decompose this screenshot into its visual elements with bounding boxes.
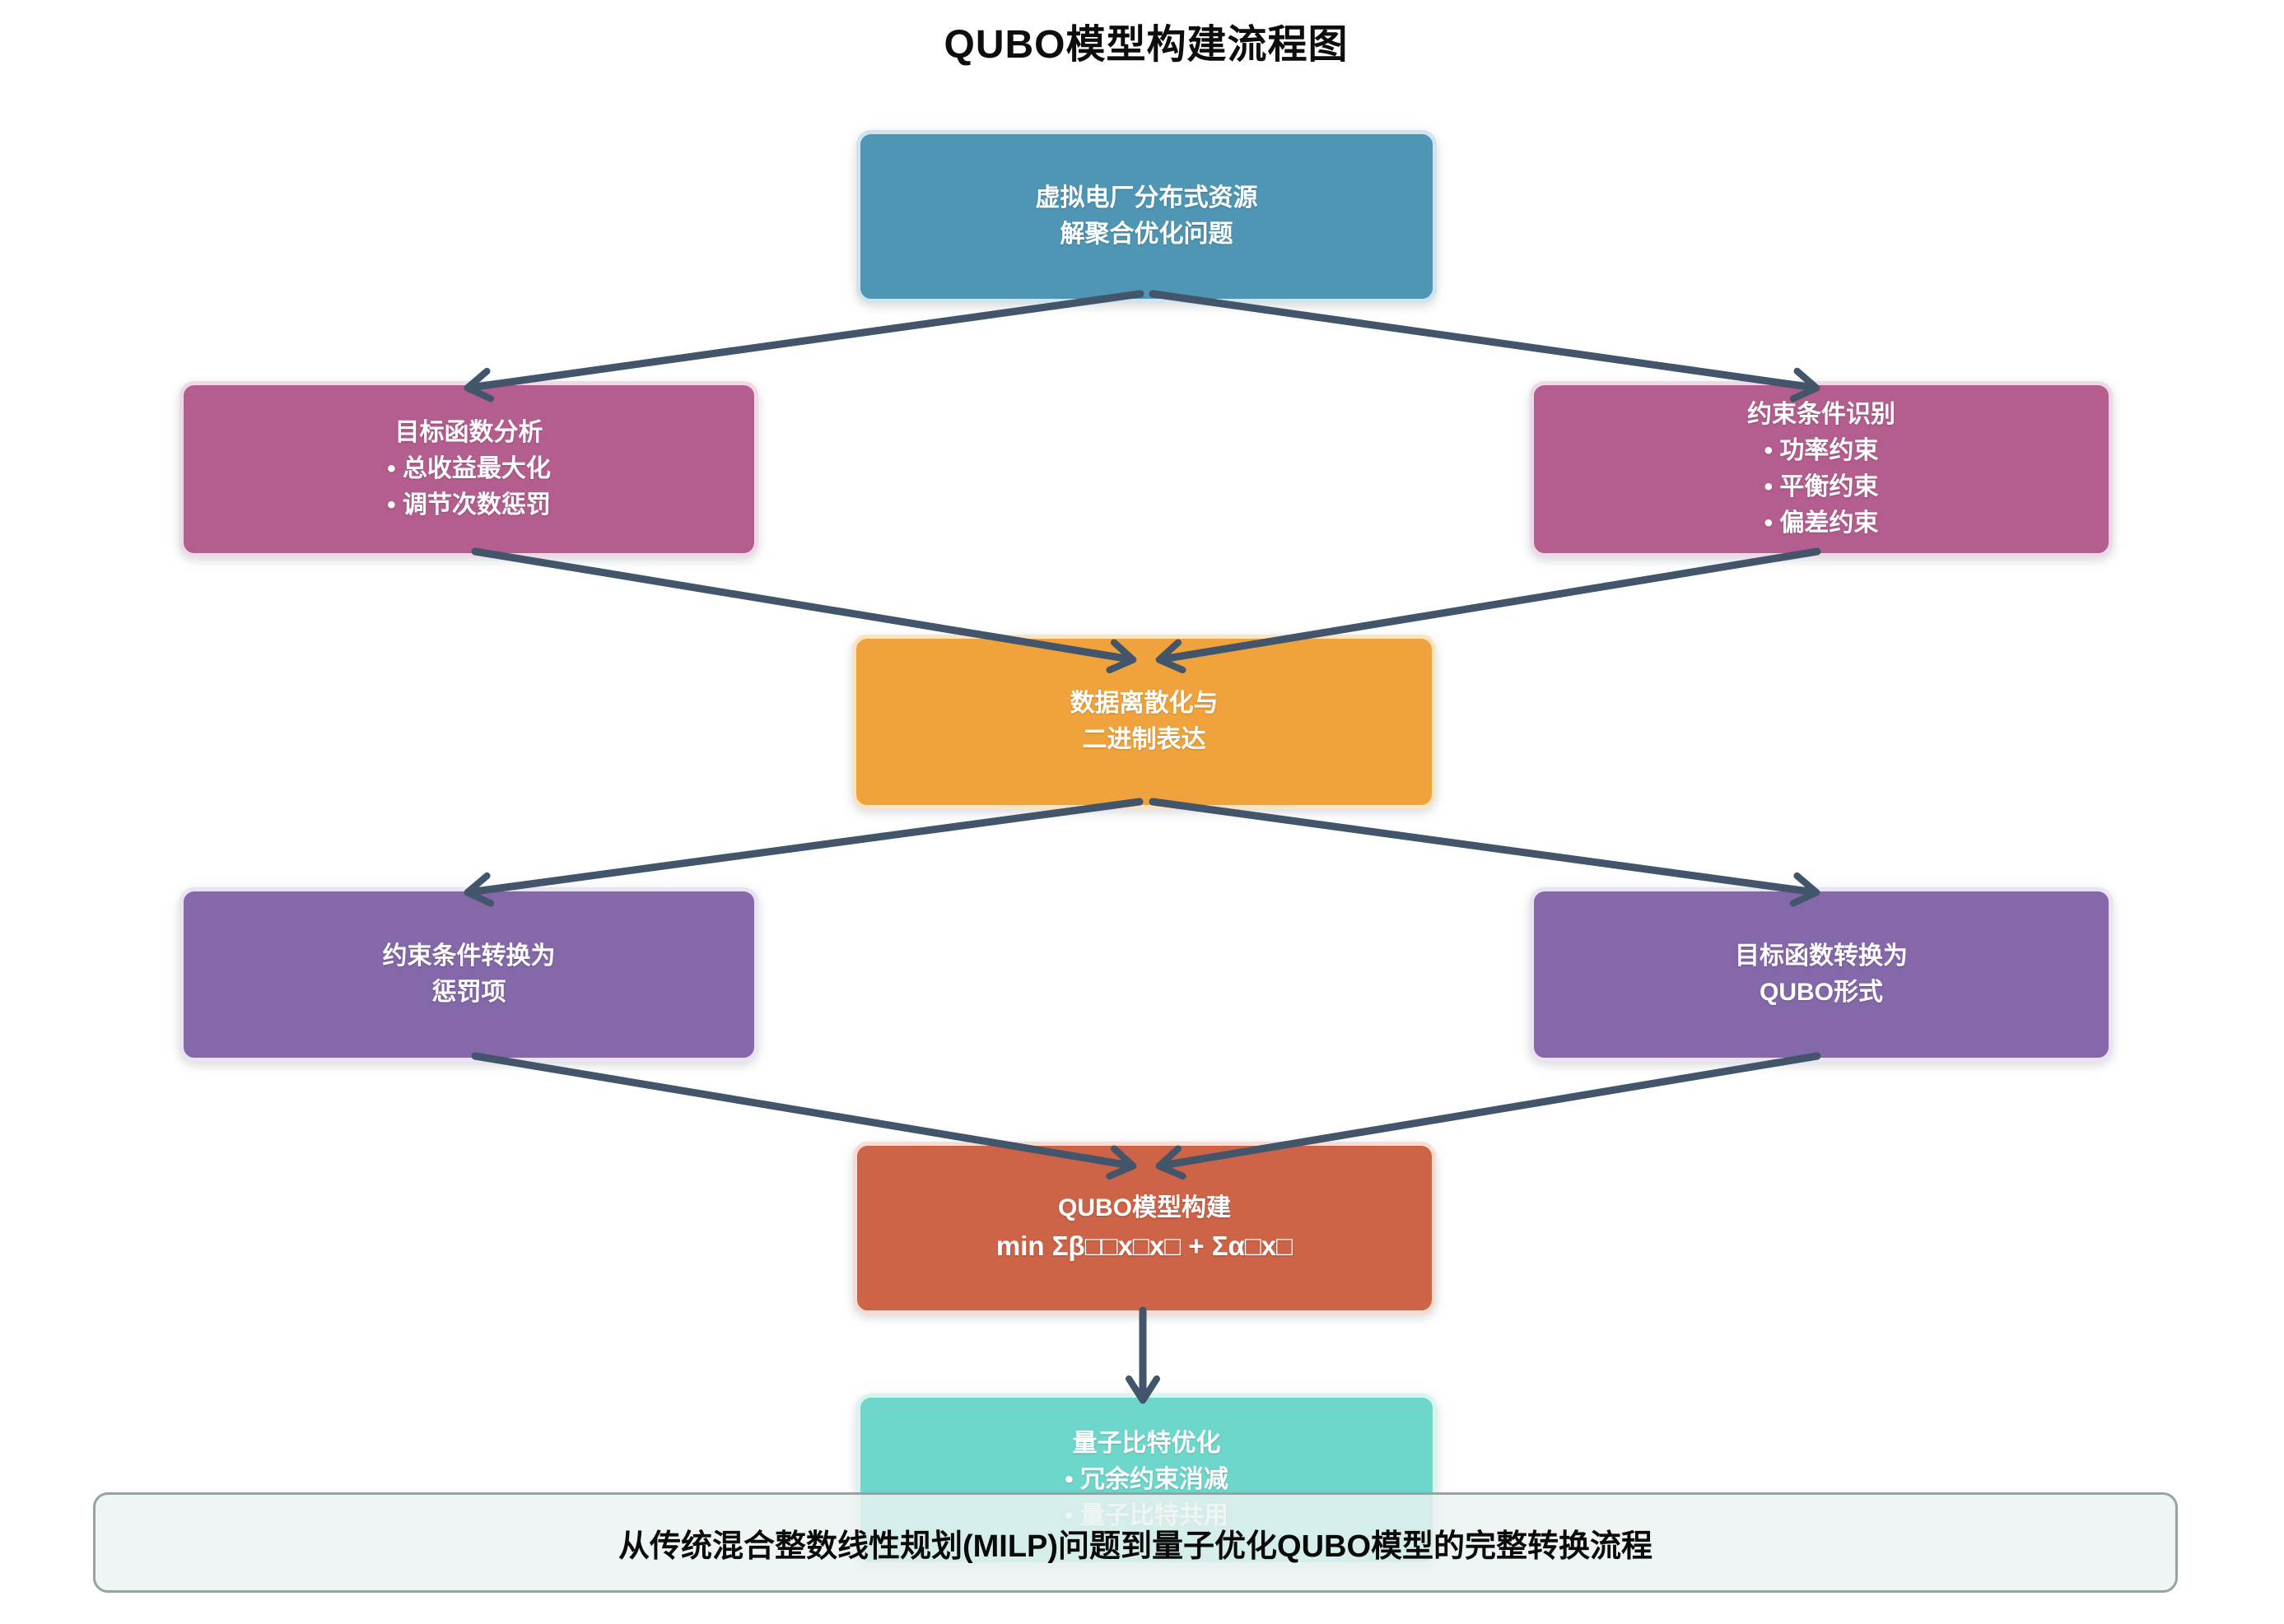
node-discretization-line1: 数据离散化与 <box>1070 690 1219 717</box>
node-qubo-form: 目标函数转换为 QUBO形式 <box>1530 887 2113 1062</box>
node-problem-line2: 解聚合优化问题 <box>1060 221 1233 248</box>
qubo-formula: min Σβ□□x□x□ + Σα□x□ <box>995 1231 1293 1261</box>
bullet-item: • 总收益最大化 <box>387 455 551 482</box>
node-discretization-line2: 二进制表达 <box>1082 726 1206 753</box>
node-qubo-form-line1: 目标函数转换为 <box>1735 942 1908 970</box>
node-qubit-opt-title: 量子比特优化 <box>1072 1430 1221 1457</box>
node-penalty-line1: 约束条件转换为 <box>382 942 556 970</box>
bullet-item: • 冗余约束消减 <box>1065 1466 1228 1493</box>
arrow-problem-to-constraints <box>1149 290 1820 403</box>
bullet-item: • 偏差约束 <box>1764 510 1879 537</box>
arrow-problem-to-objective <box>464 290 1144 403</box>
node-penalty-line2: 惩罚项 <box>431 979 506 1006</box>
node-discretization: 数据离散化与 二进制表达 <box>852 635 1436 809</box>
node-objective-analysis: 目标函数分析 • 总收益最大化 • 调节次数惩罚 <box>179 381 758 557</box>
bullet-item: • 调节次数惩罚 <box>387 491 551 519</box>
arrow-discretization-to-qubo-form <box>1149 798 1820 907</box>
node-constraints-title: 约束条件识别 <box>1747 401 1895 428</box>
page-title: QUBO模型构建流程图 <box>944 23 1349 67</box>
node-constraint-identification: 约束条件识别 • 功率约束 • 平衡约束 • 偏差约束 <box>1530 381 2113 557</box>
node-penalty-terms: 约束条件转换为 惩罚项 <box>179 887 758 1062</box>
footer-caption: 从传统混合整数线性规划(MILP)问题到量子优化QUBO模型的完整转换流程 <box>618 1529 1653 1564</box>
node-qubo-build: QUBO模型构建 min Σβ□□x□x□ + Σα□x□ <box>853 1142 1436 1315</box>
node-objective-title: 目标函数分析 <box>394 419 543 446</box>
node-qubo-form-line2: QUBO形式 <box>1760 979 1883 1006</box>
bullet-item: • 功率约束 <box>1764 437 1879 464</box>
node-problem-line1: 虚拟电厂分布式资源 <box>1035 184 1258 212</box>
arrow-discretization-to-penalty <box>464 798 1144 907</box>
footer-caption-bar: 从传统混合整数线性规划(MILP)问题到量子优化QUBO模型的完整转换流程 <box>93 1492 2178 1593</box>
node-qubo-build-title: QUBO模型构建 <box>1058 1194 1231 1221</box>
node-problem: 虚拟电厂分布式资源 解聚合优化问题 <box>856 130 1437 303</box>
bullet-item: • 平衡约束 <box>1764 473 1879 500</box>
